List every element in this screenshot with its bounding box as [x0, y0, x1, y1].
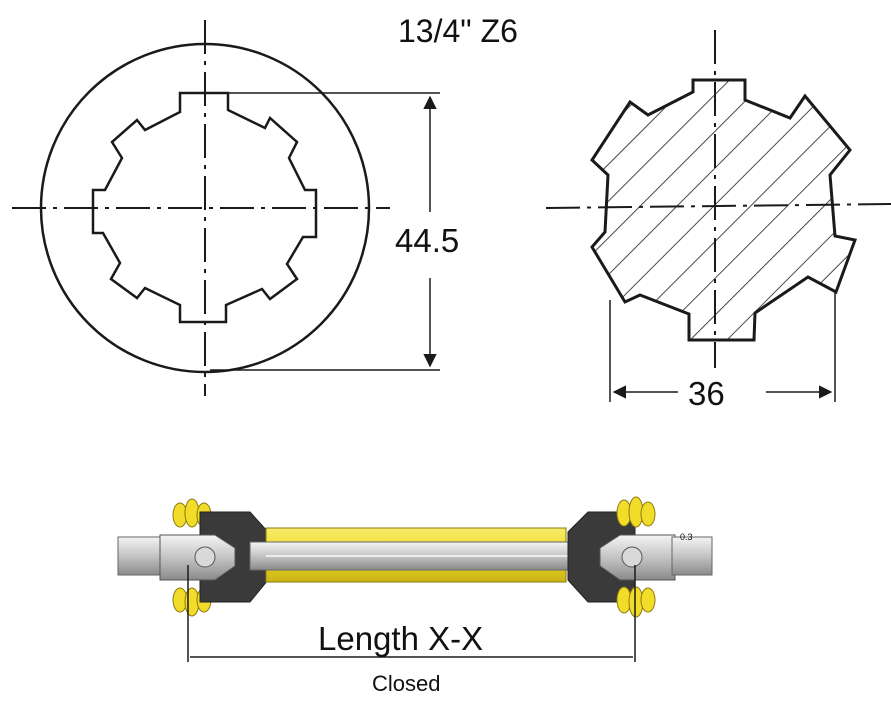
hub-spline-bore [91, 91, 318, 324]
spline-title: 13/4" Z6 [398, 13, 518, 49]
pto-driveshaft-illustration: 0.3 Length X-X Closed [117, 496, 713, 696]
guard-tag-label: 0.3 [680, 532, 693, 542]
hub-diameter-label: 44.5 [395, 222, 459, 259]
length-label: Length X-X [318, 620, 483, 657]
shaft-section [590, 78, 858, 342]
shaft-view: 36 [545, 30, 891, 412]
left-cross-journal [194, 546, 216, 568]
right-bellows [616, 496, 656, 618]
shaft-diameter-label: 36 [688, 375, 725, 412]
right-cross-journal [621, 546, 643, 568]
closed-label: Closed [372, 671, 440, 696]
shaft-horizontal-centerline [545, 203, 891, 209]
hub-view: 44.5 [12, 20, 459, 396]
right-stub-shaft [671, 536, 713, 576]
